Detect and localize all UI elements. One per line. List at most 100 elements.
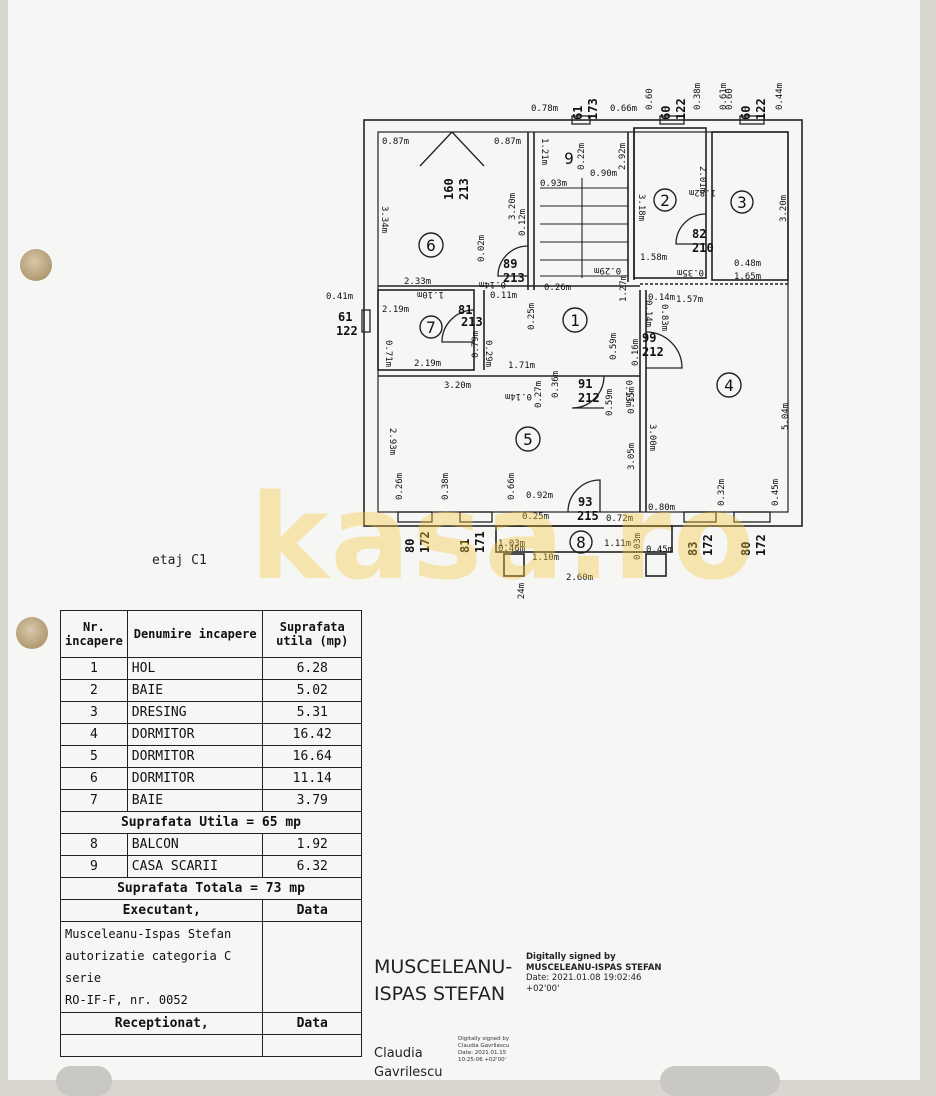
dim-label: 2.19m	[382, 305, 409, 315]
executant-label: Executant,	[59, 899, 264, 922]
overlay-button[interactable]	[660, 1066, 780, 1096]
dim-label: 0.14m	[648, 293, 675, 303]
dim-label: 0.25m	[527, 303, 537, 330]
room-3-outline	[711, 131, 789, 281]
dim-label: 0.22m	[577, 143, 587, 170]
cell-area: 6.28	[262, 657, 362, 680]
dim-label: 0.27m	[534, 381, 544, 408]
dim-label: 0.59m	[609, 333, 619, 360]
dim-label: 0.26m	[544, 283, 571, 293]
dim-label: 1.10m	[532, 553, 559, 563]
cell-nr: 3	[60, 701, 128, 724]
dim-label: 0.14m	[479, 279, 506, 289]
door-dim-height: 212	[578, 391, 600, 405]
door-dim-height: 213	[503, 271, 525, 285]
room-number: 7	[426, 318, 436, 337]
cell-nr: 6	[60, 767, 128, 790]
door-dim-height: 122	[674, 98, 688, 120]
dim-label: 0.92m	[526, 491, 553, 501]
dim-label: 0.93m	[540, 179, 567, 189]
dim-label: 3.20m	[444, 381, 471, 391]
dim-label: 1.65m	[734, 272, 761, 282]
header-area: Suprafata utila (mp)	[262, 610, 362, 658]
door-dim-width: 80	[403, 539, 417, 553]
cell-nr: 9	[60, 855, 128, 878]
cell-nr: 1	[60, 657, 128, 680]
door-dim-height: 171	[473, 531, 487, 553]
dim-label: 0.24m	[517, 583, 527, 600]
cell-area: 16.42	[262, 723, 362, 746]
room-number: 8	[576, 533, 586, 552]
room-marker-4	[716, 372, 742, 398]
room-number: 3	[737, 193, 747, 212]
room-marker-1	[562, 307, 588, 333]
cell-nr: 4	[60, 723, 128, 746]
dim-label: 3.18m	[636, 194, 646, 221]
dim-label: 0.16m	[631, 339, 641, 366]
door-dim-height: 213	[457, 178, 471, 200]
header-name: Denumire incapere	[126, 610, 264, 658]
signature-name-line: ISPAS STEFAN	[374, 983, 506, 1005]
watermark: kasa.ro	[250, 468, 757, 606]
dim-label: 0.14m	[505, 391, 532, 401]
door-dim-width: 93	[578, 495, 592, 509]
dim-label: 0.72m	[606, 514, 633, 524]
floor-plan: 1 2 3 4 5 6 7 8 9 0.78m 0.66m 0.60 0.38m…	[326, 83, 803, 600]
door-dim-width: 83	[686, 542, 700, 556]
punch-hole	[16, 617, 48, 649]
door-dim-height: 172	[418, 531, 432, 553]
dim-label: 2.33m	[404, 277, 431, 287]
signature-timezone: +02'00'	[526, 983, 560, 994]
room-number: 9	[564, 149, 574, 168]
signature-name-line: MUSCELEANU-	[374, 956, 513, 978]
dim-label: 0.61m	[719, 83, 729, 110]
cell-area: 5.02	[262, 679, 362, 702]
overlay-button[interactable]	[56, 1066, 112, 1096]
signature-date: Date: 2021.01.08 19:02:46	[526, 973, 642, 983]
dim-label: 0.44m	[775, 83, 785, 110]
balcony-column	[645, 553, 667, 577]
dim-label: 1.11m	[604, 539, 631, 549]
dim-label: 0.83m	[659, 304, 669, 331]
executant-line: Musceleanu-Ispas Stefan	[65, 927, 232, 941]
room-7-outline	[377, 289, 475, 371]
data-label: Data	[262, 899, 362, 922]
cell-name: BAIE	[126, 679, 264, 702]
signed-by-label: Digitally signed by	[458, 1036, 510, 1042]
door-dim-height: 122	[336, 324, 358, 338]
data-label: Data	[262, 1012, 362, 1035]
dim-label: 0.26m	[395, 473, 405, 500]
dim-label: 0.32m	[717, 479, 727, 506]
door-dim-width: 89	[503, 257, 517, 271]
door-dim-width: 60	[659, 106, 673, 120]
dim-label: 0.13m	[623, 380, 633, 407]
receptionat-label: Receptionat,	[59, 1012, 264, 1035]
dim-label: 1.71m	[508, 361, 535, 371]
room-area-table: Nr. incapere Denumire incapere Suprafata…	[59, 610, 362, 1057]
dim-label: 1.21m	[539, 138, 549, 165]
signer-name: MUSCELEANU-ISPAS STEFAN	[526, 962, 662, 973]
door-dim-width: 80	[739, 542, 753, 556]
dim-label: 2.60m	[566, 573, 593, 583]
cell-area: 6.32	[262, 855, 362, 878]
executant-details: Musceleanu-Ispas Stefan autorizatie cate…	[59, 921, 264, 1013]
dim-label: 0.35m	[677, 267, 704, 277]
dim-label: 1.58m	[640, 253, 667, 263]
dim-label: 0.87m	[494, 137, 521, 147]
door-dim-width: 81	[458, 303, 472, 317]
door-dim-height: 173	[586, 98, 600, 120]
room-marker-3	[730, 190, 754, 214]
subtotal-row: Suprafata Utila = 65 mp	[60, 811, 362, 834]
room-marker-8	[569, 530, 593, 554]
dim-label: 0.71m	[383, 340, 393, 367]
door-dim-width: 160	[442, 178, 456, 200]
dim-label: 0.02m	[477, 235, 487, 262]
signer-name: Claudia Gavrilescu	[458, 1043, 510, 1049]
cell-area: 11.14	[262, 767, 362, 790]
dim-label: 0.03m	[633, 533, 643, 560]
punch-hole	[20, 249, 52, 281]
receptionat-header-row: Receptionat, Data	[59, 1012, 362, 1035]
dim-label: 0.48m	[734, 259, 761, 269]
